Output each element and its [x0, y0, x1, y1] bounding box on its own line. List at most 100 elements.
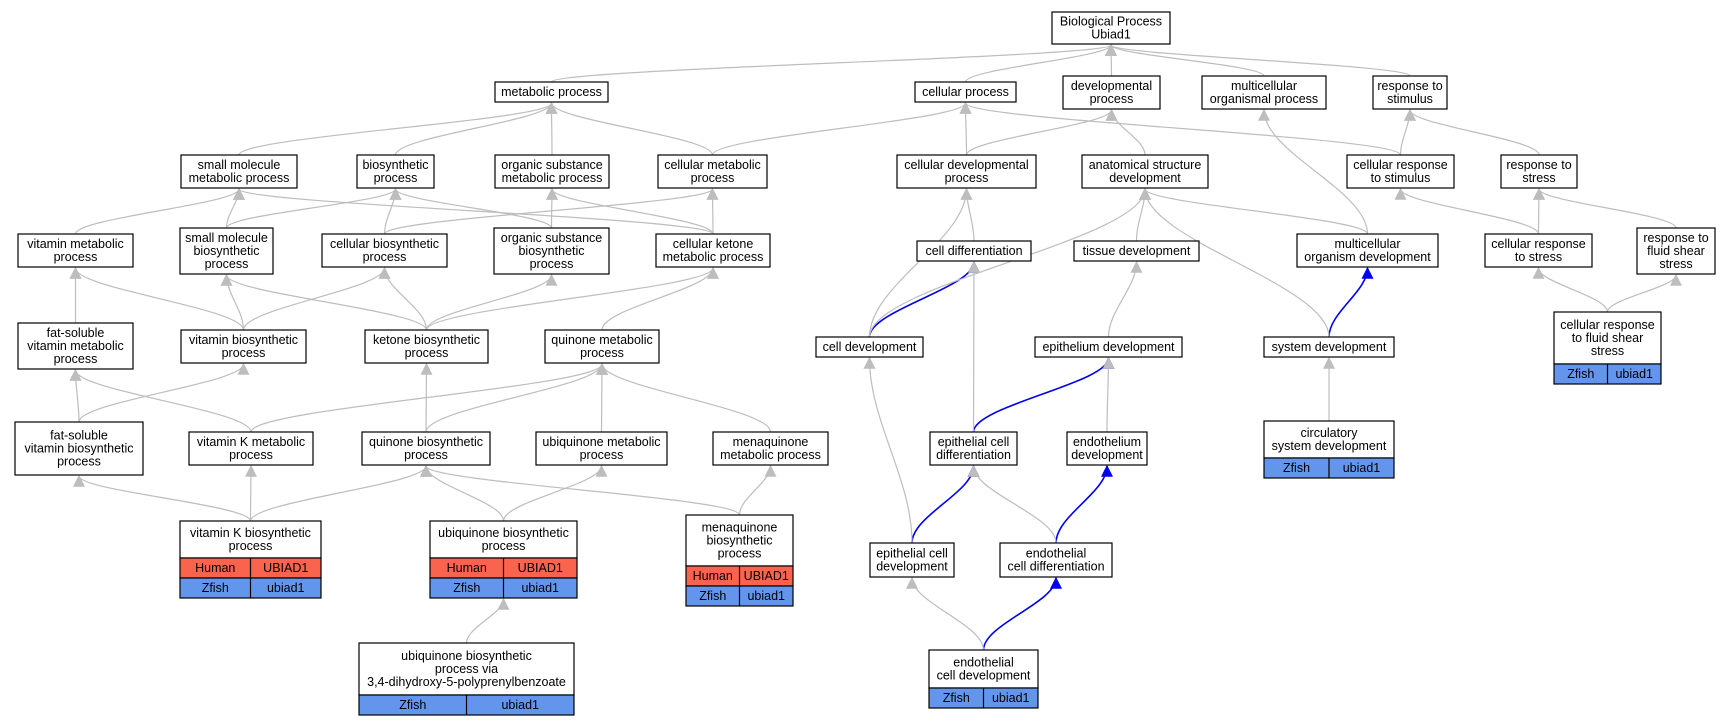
- edge-resp_fluid-to-resp_stress: [1533, 187, 1677, 229]
- node-box: [180, 329, 307, 364]
- edge-epi_cell_diff-to-epi_dev: [972, 356, 1115, 433]
- edge-cell_met-to-cellular: [711, 101, 972, 156]
- edge-epi_cell_dev-to-epi_cell_diff: [911, 464, 980, 544]
- node-cell-diff[interactable]: cell differentiation: [916, 240, 1032, 262]
- node-label-line: cellular metabolic: [664, 158, 761, 172]
- node-label-line: tissue development: [1083, 244, 1191, 258]
- node-label-line: circulatory: [1301, 426, 1359, 440]
- node-label-line: cellular biosynthetic: [330, 237, 439, 251]
- node-label-line: cellular response: [1491, 237, 1586, 251]
- species-name: Zfish: [943, 691, 970, 705]
- node-label-line: ubiquinone metabolic: [542, 435, 660, 449]
- node-sys-dev[interactable]: system development: [1263, 336, 1395, 358]
- edge-cell_dev_proc-to-developmental: [965, 108, 1118, 156]
- node-label-line: organismal process: [1210, 92, 1318, 106]
- node-box: [364, 329, 489, 364]
- edge-ketone_bio-to-cell_bio: [378, 266, 428, 331]
- node-label-line: process: [205, 257, 249, 271]
- edge-vitk_bio-to-quinone_bio: [249, 464, 432, 522]
- edge-menaq_bio-to-quinone_bio: [420, 464, 741, 516]
- node-cell-devt[interactable]: cell development: [815, 336, 924, 358]
- node-label-line: response to: [1643, 231, 1708, 245]
- edge-resp_stress-to-response_stim: [1404, 108, 1540, 156]
- node-box: [712, 431, 829, 466]
- gene-name: ubiad1: [267, 581, 305, 595]
- edge-ubiq_bio-to-quinone_bio: [420, 464, 505, 522]
- node-epi-dev[interactable]: epithelium development: [1034, 336, 1183, 358]
- edge-sys_dev-to-anat_dev: [1139, 187, 1330, 338]
- edge-cell_devt-to-cell_diff: [868, 260, 980, 338]
- node-label-line: vitamin metabolic: [27, 237, 124, 251]
- node-box: [916, 240, 1032, 262]
- edge-org_sub_bio-to-biosynthetic: [389, 187, 553, 229]
- edge-fat_vit_bio-to-fat_vit_met: [69, 368, 82, 423]
- node-tissue-dev[interactable]: tissue development: [1073, 240, 1200, 262]
- edge-cell_resp_stim-to-response_stim: [1399, 108, 1416, 156]
- node-label-line: cell differentiation: [1007, 560, 1104, 574]
- edge-small_mol_met-to-metabolic: [238, 101, 558, 156]
- node-cellular[interactable]: cellular process: [914, 81, 1017, 103]
- node-box: [1636, 227, 1716, 275]
- edge-sys_dev-to-multi_org_dev: [1328, 266, 1374, 338]
- node-box: [321, 233, 448, 268]
- node-box: [929, 431, 1018, 466]
- node-metabolic[interactable]: metabolic process: [494, 81, 609, 103]
- node-box: [180, 154, 298, 189]
- node-label-line: process: [57, 455, 101, 469]
- node-label-line: process: [222, 346, 266, 360]
- node-box: [17, 322, 134, 370]
- edge-endoth_dev-to-epi_dev: [1102, 356, 1115, 433]
- gene-name: ubiad1: [501, 698, 539, 712]
- edge-menaq_bio-to-menaq_met: [738, 464, 777, 516]
- node-box: [914, 81, 1017, 103]
- edge-cell_resp_stim-to-cellular: [959, 101, 1402, 156]
- node-box: [896, 154, 1037, 189]
- edge-multicellular_org-to-bp: [1105, 43, 1265, 77]
- edge-cell_resp_fluid-to-cell_resp_stress: [1532, 266, 1609, 313]
- species-name: Zfish: [699, 589, 726, 603]
- node-box: [655, 233, 771, 268]
- node-box: [188, 431, 314, 466]
- node-label-line: development: [1109, 171, 1181, 185]
